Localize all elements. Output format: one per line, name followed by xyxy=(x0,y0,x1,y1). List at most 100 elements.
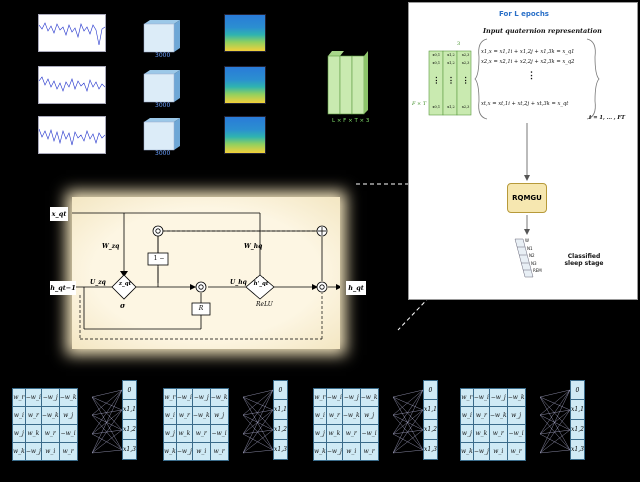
matrix-cell: −w_k xyxy=(359,388,379,407)
stacked-tensor xyxy=(326,48,378,124)
matrix-cell: w_r xyxy=(325,406,343,425)
link-line xyxy=(243,414,274,451)
vector-cell: x1,1 xyxy=(122,399,137,420)
matrix-cell: w_i xyxy=(163,406,177,425)
tensor-cell: x0,1 xyxy=(432,105,441,109)
matrix-cell: w_j xyxy=(506,406,526,425)
link-line xyxy=(540,396,571,411)
link-line xyxy=(393,414,424,451)
cube-label-2: 3000 xyxy=(155,102,171,109)
tensor-cell: x0,1 xyxy=(432,53,441,57)
spectrogram-2 xyxy=(224,66,266,104)
link-line xyxy=(540,414,571,431)
link-line xyxy=(243,414,274,431)
tensor-dots: ⋮ xyxy=(461,75,470,85)
matrix-cell: −w_j xyxy=(325,442,343,461)
eeg-trace-2 xyxy=(38,76,106,92)
tensor-dots: ⋮ xyxy=(432,75,441,85)
link-line xyxy=(393,449,424,454)
matrix-row: w_r−w_i−w_j−w_k xyxy=(460,388,526,407)
matrix-cell: w_k xyxy=(163,442,177,461)
link-line xyxy=(540,389,571,416)
tensor-footer-row: x0,1 x1,2 x2,3 xyxy=(429,105,473,109)
stage-n1: N1 xyxy=(527,245,533,251)
matrix-row: w_r−w_i−w_j−w_k xyxy=(163,388,229,407)
matrix-cell: w_r xyxy=(12,388,26,407)
tensor-row-2: x0,1 x1,2 x2,3 xyxy=(429,61,473,65)
multiply-links xyxy=(92,389,123,454)
sigma-label: σ xyxy=(120,301,126,310)
matrix-cell: w_r xyxy=(313,388,327,407)
eeg-signal-2 xyxy=(38,66,106,104)
matrix-cell: w_i xyxy=(341,442,361,461)
matrix-cell: w_r xyxy=(175,406,193,425)
epoch-panel: For L epochs Input quaternion representa… xyxy=(408,2,638,300)
eeg-trace-1 xyxy=(38,22,106,46)
matrix-cell: −w_i xyxy=(58,424,78,443)
tensor-dim-label: L × F × T × 3 xyxy=(332,118,370,124)
tensor-cell: x1,2 xyxy=(447,61,455,65)
link-line xyxy=(393,429,424,454)
eeg-signal-3 xyxy=(38,116,106,154)
link-line xyxy=(540,389,571,435)
tensor-header-row: x0,1 x1,2 x2,3 xyxy=(429,53,473,57)
one-minus-box: 1 − xyxy=(153,255,165,262)
w-z-label: W_zq xyxy=(102,243,120,250)
matrix-cell: w_r xyxy=(24,406,42,425)
signal-cube-3 xyxy=(140,116,186,160)
tensor-dots-row: ⋮ ⋮ ⋮ xyxy=(429,75,473,85)
link-line xyxy=(92,409,123,416)
tensor-cell: x1,2 xyxy=(447,53,455,57)
matrix-cell: w_r xyxy=(506,442,526,461)
link-line xyxy=(92,414,123,451)
matrix-cell: w_r xyxy=(460,388,474,407)
matrix-cell: w_r xyxy=(209,442,229,461)
tensor-cell: x2,3 xyxy=(461,53,470,57)
h-node-label: h'_qt xyxy=(253,281,269,287)
matrix-cell: −w_j xyxy=(488,388,508,407)
matrix-cell: w_r xyxy=(191,424,211,443)
link-line xyxy=(243,409,274,416)
matrix-cell: w_j xyxy=(209,406,229,425)
link-line xyxy=(243,396,274,411)
multiply-links xyxy=(243,389,274,454)
matrix-cell: −w_j xyxy=(191,388,211,407)
equation-dots: ⋮ xyxy=(527,71,536,81)
stage-labels: W N1 N2 N3 REM xyxy=(525,237,542,275)
time-range: t = 1, ... , FT xyxy=(589,115,625,121)
vector-cell: x1,2 xyxy=(570,419,585,440)
matrix-cell: w_k xyxy=(325,424,343,443)
classified-label: Classified sleep stage xyxy=(564,253,604,267)
u-z-label: U_zq xyxy=(90,279,106,286)
link-line xyxy=(393,409,424,435)
matrix-cell: w_k xyxy=(313,442,327,461)
matrix-cell: w_i xyxy=(12,406,26,425)
link-line xyxy=(243,449,274,454)
quaternion-subtitle: Input quaternion representation xyxy=(483,27,602,35)
tensor-cell: x2,3 xyxy=(461,61,470,65)
link-line xyxy=(243,389,274,398)
vector-cell: x1,1 xyxy=(423,399,438,420)
cube-icon xyxy=(143,20,180,53)
rqmgu-block: RQMGU xyxy=(507,183,547,213)
matrix-cell: −w_k xyxy=(40,406,60,425)
vector-cell: x1,3 xyxy=(122,439,137,460)
eeg-trace-3 xyxy=(38,128,106,146)
link-line xyxy=(243,409,274,435)
link-line xyxy=(243,409,274,454)
link-line xyxy=(243,389,274,416)
vector-cell: 0 xyxy=(273,380,288,400)
link-line xyxy=(92,414,123,431)
link-line xyxy=(92,396,123,411)
link-line xyxy=(393,414,424,431)
